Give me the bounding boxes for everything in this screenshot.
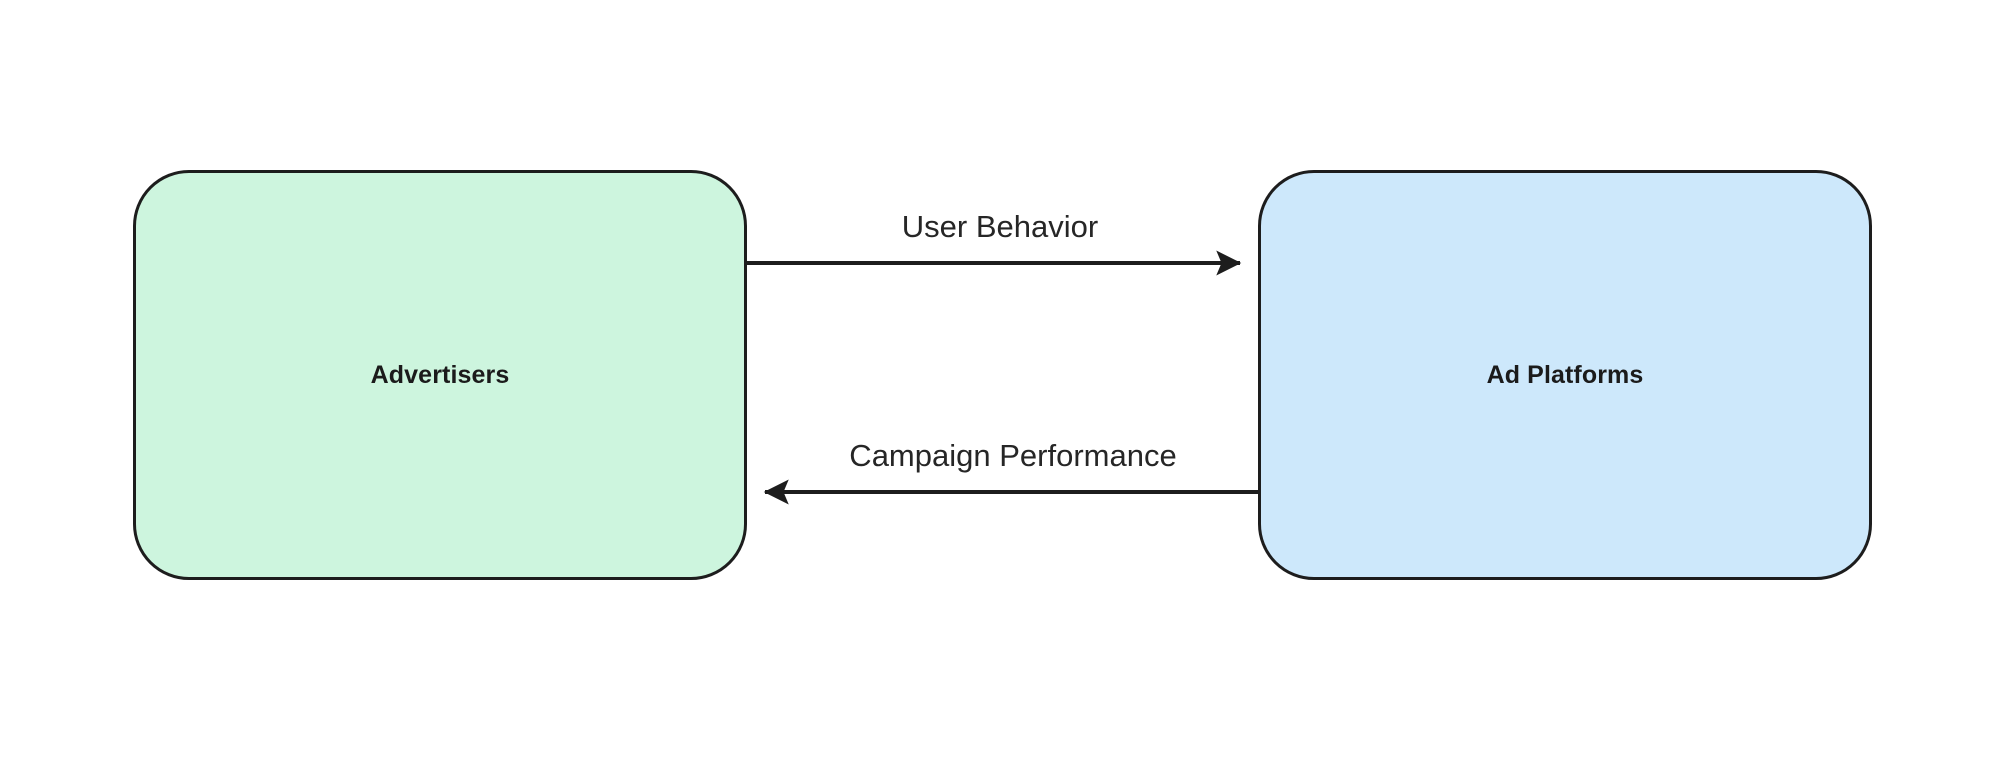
node-advertisers[interactable]: Advertisers bbox=[133, 170, 747, 580]
node-ad-platforms-label: Ad Platforms bbox=[1486, 361, 1644, 389]
edge-label-campaign-performance: Campaign Performance bbox=[843, 438, 1183, 474]
edge-label-user-behavior: User Behavior bbox=[895, 209, 1105, 245]
node-advertisers-label: Advertisers bbox=[370, 361, 510, 389]
node-ad-platforms[interactable]: Ad Platforms bbox=[1258, 170, 1872, 580]
